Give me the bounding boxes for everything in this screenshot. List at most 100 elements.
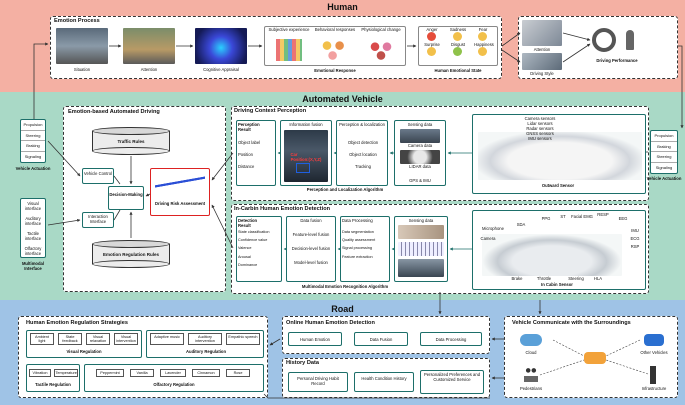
outward-sensor-item: Radar sensors (526, 126, 554, 131)
visual-item-feedback: State feedback (58, 333, 82, 345)
fusion-scene-image (284, 130, 328, 182)
left-interface-item: Tactile interface (24, 231, 42, 241)
white-car-image (478, 132, 642, 180)
auditory-item-speech: Empathic speech (226, 333, 260, 345)
perception-title: Driving Context Perception (234, 108, 307, 114)
detection-title: In-Carbin Human Emotion Detection (234, 206, 331, 212)
physiological-label: Physiological change (361, 27, 401, 32)
detection-result-title: Detection Result (238, 218, 258, 228)
left-interface-item: Olfactory interface (24, 246, 42, 256)
emotion-disgust: Disgust (451, 42, 465, 47)
sensor-microphone: Microphone (482, 226, 504, 231)
tactile-item-vibration: Vibration (29, 369, 51, 377)
data-fusion-title: Data fusion (300, 218, 322, 223)
sensing-data-title: Sensing data (407, 122, 433, 127)
detection-result-item: Confidence value (238, 238, 268, 243)
left-actuation-item: Propulsion (21, 120, 45, 131)
cutaway-car-image (482, 234, 622, 276)
decision-making-label: Decision-Making (109, 192, 143, 197)
data-fusion-item: Feature-level fusion (292, 232, 330, 237)
right-actuation-item: Signaling (655, 164, 673, 170)
right-actuation-label: Vehicle Actuation (646, 176, 682, 181)
outward-sensor-item: Lidar sensors (527, 121, 553, 126)
human-band-title: Human (327, 2, 358, 12)
sensor-throttle: Throttle (536, 276, 552, 281)
olfactory-item-lavender: Lavender (160, 369, 186, 377)
risk-graph-icon (155, 172, 205, 196)
data-processing-item: Data segmentation (342, 230, 374, 234)
driving-style-label: Driving Style (530, 71, 554, 76)
detection-algorithm-label: Multimodal Emotion Recognition Algorithm (301, 284, 389, 289)
emotion-happiness: Happiness (474, 42, 494, 47)
olfactory-item-vanilla: Vanilla (130, 369, 154, 377)
left-actuation-item: Signaling (24, 153, 42, 159)
perception-result-title: Perception Result (238, 122, 260, 132)
vehicle-control-label: Vehicle Control (83, 171, 113, 176)
auditory-item-music: Adaptive music (150, 333, 184, 345)
data-processing-item: Quality assessment (342, 238, 376, 243)
car-bbox-icon (296, 163, 310, 173)
emotional-state-label: Human Emotional State (434, 68, 482, 73)
left-interface-item: Visual interface (24, 201, 42, 211)
happiness-face-icon (478, 47, 487, 56)
emotional-response-label: Emotional Response (314, 68, 356, 73)
gear-shift-icon (626, 30, 634, 50)
other-vehicles-icon (644, 334, 664, 346)
emotion-surprise: Surprise (424, 42, 440, 47)
perception-result-item: Distance (238, 164, 255, 169)
decision-making-box (108, 186, 144, 210)
left-interface-item: Auditory interface (24, 216, 42, 226)
emotion-driving-title: Emotion-based Automated Driving (68, 109, 160, 115)
detection-result-item: Dominance (238, 262, 258, 267)
behavioral-label: Behavioral responses (314, 27, 356, 32)
hub-car-icon (584, 352, 606, 364)
lidar-data-image (400, 150, 440, 164)
detection-result-item: Valence (238, 246, 252, 251)
road-band-title: Road (331, 304, 354, 314)
outward-sensor-item: Camera sensors (524, 116, 556, 121)
attention-right-label: Attention (533, 47, 551, 52)
incabin-sensor-label: In Cabin Sensor (541, 282, 573, 287)
outward-sensor-item: IMU sensors (528, 136, 552, 141)
left-interface-list: Visual interface Auditory interface Tact… (20, 198, 46, 258)
brain-image (195, 28, 247, 64)
sensor-brake: Brake (511, 276, 523, 281)
left-actuation-item: Braking (21, 141, 45, 152)
sensor-resp: RESP (597, 212, 609, 217)
olfactory-regulation-box (84, 364, 264, 392)
infrastructure-icon (650, 366, 656, 384)
sensing-item: Camera data (407, 143, 433, 148)
localization-item: Object detection (347, 140, 379, 145)
perception-result-box (236, 120, 276, 186)
tactile-regulation-label: Tactile Regulation (35, 382, 71, 387)
sadness-face-icon (453, 32, 462, 41)
detection-result-item: Arousal (238, 254, 251, 259)
data-processing-item: Feature extraction (342, 254, 373, 259)
subjective-grid-icon (276, 39, 302, 61)
driver-face-image (398, 225, 444, 239)
history-data-title: History Data (286, 360, 319, 366)
emotion-sadness: Sadness (449, 27, 467, 32)
right-actuation-list: Propulsion Braking Steering Signaling (650, 130, 678, 174)
vehicle-band-title: Automated Vehicle (302, 94, 383, 104)
other-vehicles-label: Other Vehicles (640, 350, 668, 355)
sensor-steering: Steering (568, 276, 584, 281)
attention-image (123, 28, 175, 64)
data-processing-title: Data Processing (342, 218, 373, 223)
detection-result-list: State classification Confidence value Va… (238, 230, 280, 271)
history-item-preferences (420, 370, 484, 394)
driving-performance-label: Driving Performance (596, 58, 638, 63)
disgust-face-icon (453, 47, 462, 56)
perception-algorithm-label: Perception and Localization Algorithm (306, 187, 384, 192)
right-actuation-item: Steering (651, 152, 677, 163)
sensing-item: GPS & IMU (409, 178, 431, 183)
olfactory-item-peppermint: Peppermint (96, 369, 124, 377)
detection-result-item: State classification (238, 230, 270, 234)
left-actuation-label: Vehicle Actuation (15, 166, 51, 171)
cloud-icon (520, 334, 542, 346)
perception-result-item: Position (238, 152, 253, 157)
camera-data-image (400, 129, 440, 143)
olfactory-regulation-label: Olfactory Regulation (153, 382, 195, 387)
online-item-processing (420, 332, 482, 346)
fusion-car-label: Car (290, 152, 298, 157)
